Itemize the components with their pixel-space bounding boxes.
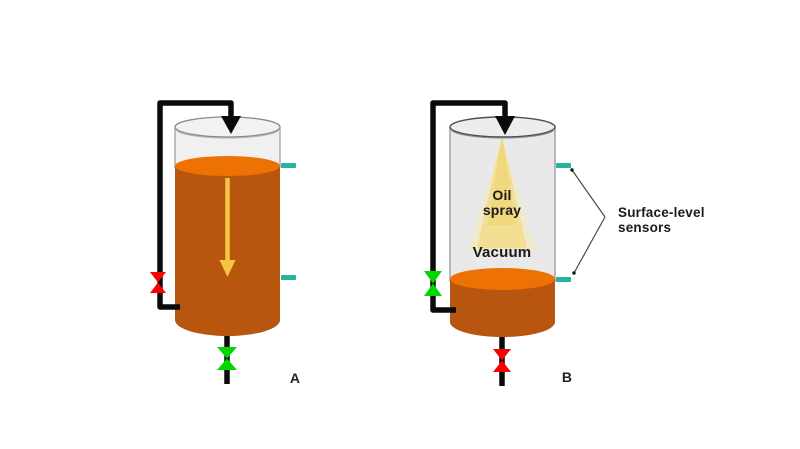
tank-b-inlet-arrow-icon [495,116,515,135]
oil-spray-cone-icon [468,136,536,252]
tank-a-bottom-valve-green-icon [217,347,237,370]
tank-a-glass-inner-rim [175,128,280,139]
valve-lower-triangle [493,360,511,372]
callout-dot-lower [572,271,576,275]
callout-line-lower [573,216,606,274]
tank-a-oil-surface [175,156,280,176]
tank-b-recirc-pipe [430,100,508,313]
tank-b-glass-inner-rim [450,128,555,139]
valve-upper-triangle [217,347,237,359]
tank-a-recirc-pipe [157,100,234,310]
valve-lower-triangle [150,282,166,293]
callout-line-upper [571,169,606,218]
tank-b-group: Oil spray Vacuum B [424,100,572,386]
tank-a-inlet-arrow-icon [221,116,241,134]
tank-b-upper-sensor-icon [556,163,571,168]
tank-a-group: A [150,100,300,386]
tank-b-bottom-valve-red-icon [493,349,511,372]
valve-upper-triangle [424,271,442,284]
valve-lower-triangle [424,283,442,296]
tank-b-pipe-valve-green-icon [424,271,442,296]
callout-dot-upper [570,168,574,172]
oil-spray-label-line2: spray [483,202,521,218]
vacuum-label: Vacuum [473,244,532,261]
tank-a-lower-sensor-icon [281,275,296,280]
tank-a-pipe-valve-red-icon [150,272,166,293]
valve-lower-triangle [217,358,237,370]
sensor-callout-group: Surface-level sensors [570,168,705,275]
sensor-callout-label-line1: Surface-level [618,205,705,220]
down-flow-arrow-head [219,260,236,277]
tank-a-label: A [290,370,300,386]
sensor-callout-label-line2: sensors [618,220,671,235]
oil-spray-label-line1: Oil [492,187,511,203]
spray-cone-inner [488,136,516,225]
valve-upper-triangle [493,349,511,361]
tank-b-oil-surface [450,268,555,290]
tank-b-label: B [562,369,572,385]
tank-b-oil-body [450,279,555,337]
valve-upper-triangle [150,272,166,283]
tank-a-upper-sensor-icon [281,163,296,168]
down-flow-arrow-icon [219,178,236,277]
tank-b-lower-sensor-icon [556,277,571,282]
